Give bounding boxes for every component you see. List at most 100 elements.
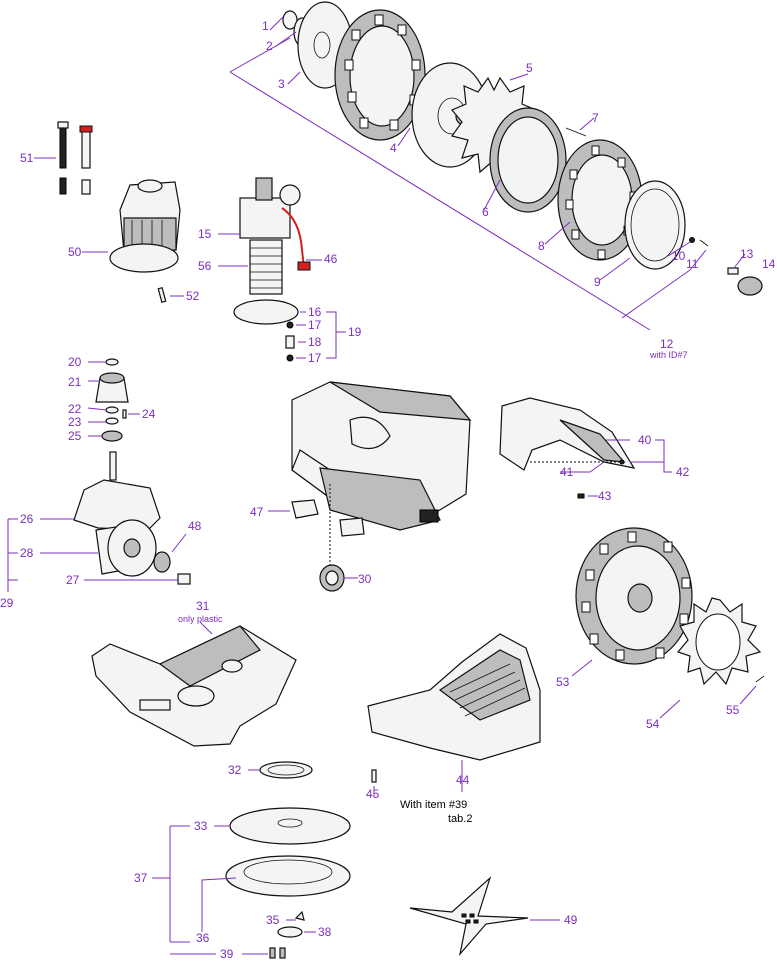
- part-36-guard: [225, 855, 351, 897]
- part-55-screw: [755, 675, 765, 683]
- blade-disc-group: [152, 761, 351, 959]
- callout-2: 2: [266, 39, 273, 53]
- callout-23: 23: [68, 415, 82, 429]
- part-35-screw: [294, 910, 305, 921]
- callout-4: 4: [390, 141, 397, 155]
- part-7-screw: [565, 127, 587, 137]
- part-26-fork: [73, 479, 161, 531]
- note-with-id7: with ID#7: [649, 350, 688, 360]
- callout-26: 26: [20, 512, 34, 526]
- part-17-screw-a: [286, 321, 294, 329]
- callout-48: 48: [188, 519, 202, 533]
- callout-27: 27: [66, 573, 80, 587]
- note-with-item39: With item #39: [400, 799, 467, 811]
- callout-40: 40: [638, 433, 652, 447]
- callout-18: 18: [308, 335, 322, 349]
- blade-group: [409, 876, 560, 957]
- part-39-screws: [269, 947, 286, 959]
- callout-37: 37: [134, 871, 148, 885]
- callout-17b: 17: [308, 351, 322, 365]
- part-42-screw: [619, 459, 625, 465]
- callout-49: 49: [564, 913, 578, 927]
- callout-39: 39: [220, 947, 234, 961]
- callout-7: 7: [592, 111, 599, 125]
- callout-33: 33: [194, 819, 208, 833]
- callout-16: 16: [308, 305, 322, 319]
- part-20-cap: [105, 358, 119, 366]
- callout-36: 36: [196, 931, 210, 945]
- callout-35: 35: [266, 913, 280, 927]
- part-1-ring: [282, 10, 298, 30]
- callout-51: 51: [20, 151, 34, 165]
- callout-50: 50: [68, 245, 82, 259]
- part-56-spring: [249, 239, 283, 295]
- callout-29: 29: [0, 596, 14, 610]
- callout-15: 15: [198, 227, 212, 241]
- part-49-blade: [409, 876, 529, 957]
- callout-8: 8: [538, 239, 545, 253]
- callout-43: 43: [598, 489, 612, 503]
- part-13-bolt: [727, 267, 739, 275]
- callout-41: 41: [560, 465, 574, 479]
- part-43-screw: [577, 493, 585, 499]
- callout-32: 32: [228, 763, 242, 777]
- part-14-cap: [737, 276, 763, 296]
- callout-17a: 17: [308, 318, 322, 332]
- callout-1: 1: [262, 19, 269, 33]
- callout-20: 20: [68, 355, 82, 369]
- part-9-rim-ring: [624, 180, 686, 270]
- callout-10: 10: [672, 249, 686, 263]
- callout-6: 6: [482, 205, 489, 219]
- note-tab2: tab.2: [448, 813, 472, 825]
- cover-underside: [319, 467, 441, 531]
- callout-24: 24: [142, 407, 156, 421]
- body-cover: [268, 381, 472, 592]
- part-15-motor-housing: [239, 197, 291, 239]
- part-46-wire: [281, 207, 305, 269]
- part-23-ring: [105, 417, 119, 425]
- callout-19: 19: [348, 325, 362, 339]
- part-24-pin: [122, 409, 127, 419]
- callout-12: 12: [660, 337, 674, 351]
- part-51-cable-a: [59, 127, 67, 169]
- callout-21: 21: [68, 375, 82, 389]
- part-17-screw-b: [286, 354, 294, 362]
- chassis-group: [91, 621, 297, 747]
- callout-38: 38: [318, 925, 332, 939]
- callout-11: 11: [686, 257, 699, 271]
- part-51-cable-b: [81, 127, 91, 169]
- callout-46: 46: [324, 252, 338, 266]
- callout-5: 5: [526, 61, 533, 75]
- part-45-pin: [371, 769, 377, 783]
- callout-28: 28: [20, 546, 34, 560]
- part-27-bushing: [177, 573, 191, 585]
- part-10-nut: [689, 237, 695, 243]
- note-only-plastic: only plastic: [178, 614, 223, 624]
- part-52-pin: [157, 286, 167, 304]
- front-wheel-group: [7, 358, 191, 592]
- callout-3: 3: [278, 77, 285, 91]
- mudguard-group: [499, 397, 672, 499]
- callout-31: 31: [196, 599, 210, 613]
- motor-group-left: [34, 121, 184, 304]
- height-adjust-motor: [218, 177, 346, 362]
- part-33-disc: [229, 807, 351, 845]
- part-11-pin: [699, 239, 709, 247]
- callout-42: 42: [676, 465, 690, 479]
- callout-45: 45: [366, 787, 380, 801]
- callout-55: 55: [726, 703, 740, 717]
- callout-14: 14: [762, 257, 776, 271]
- part-18-spacer: [285, 335, 295, 349]
- drive-wheel-group: [571, 527, 765, 719]
- callout-56: 56: [198, 259, 212, 273]
- shroud-group: [367, 633, 541, 796]
- part-38-hub: [277, 926, 303, 938]
- wheel-assembly: [229, 1, 763, 331]
- callout-54: 54: [646, 717, 660, 731]
- part-47-clip: [291, 499, 319, 519]
- part-16-plate: [233, 299, 299, 325]
- callout-9: 9: [594, 275, 601, 289]
- part-25-bearing: [101, 430, 123, 442]
- callout-numbers: 1 2 3 4 5 6 7 8 9 10 11 12 with ID#7 13 …: [0, 19, 776, 961]
